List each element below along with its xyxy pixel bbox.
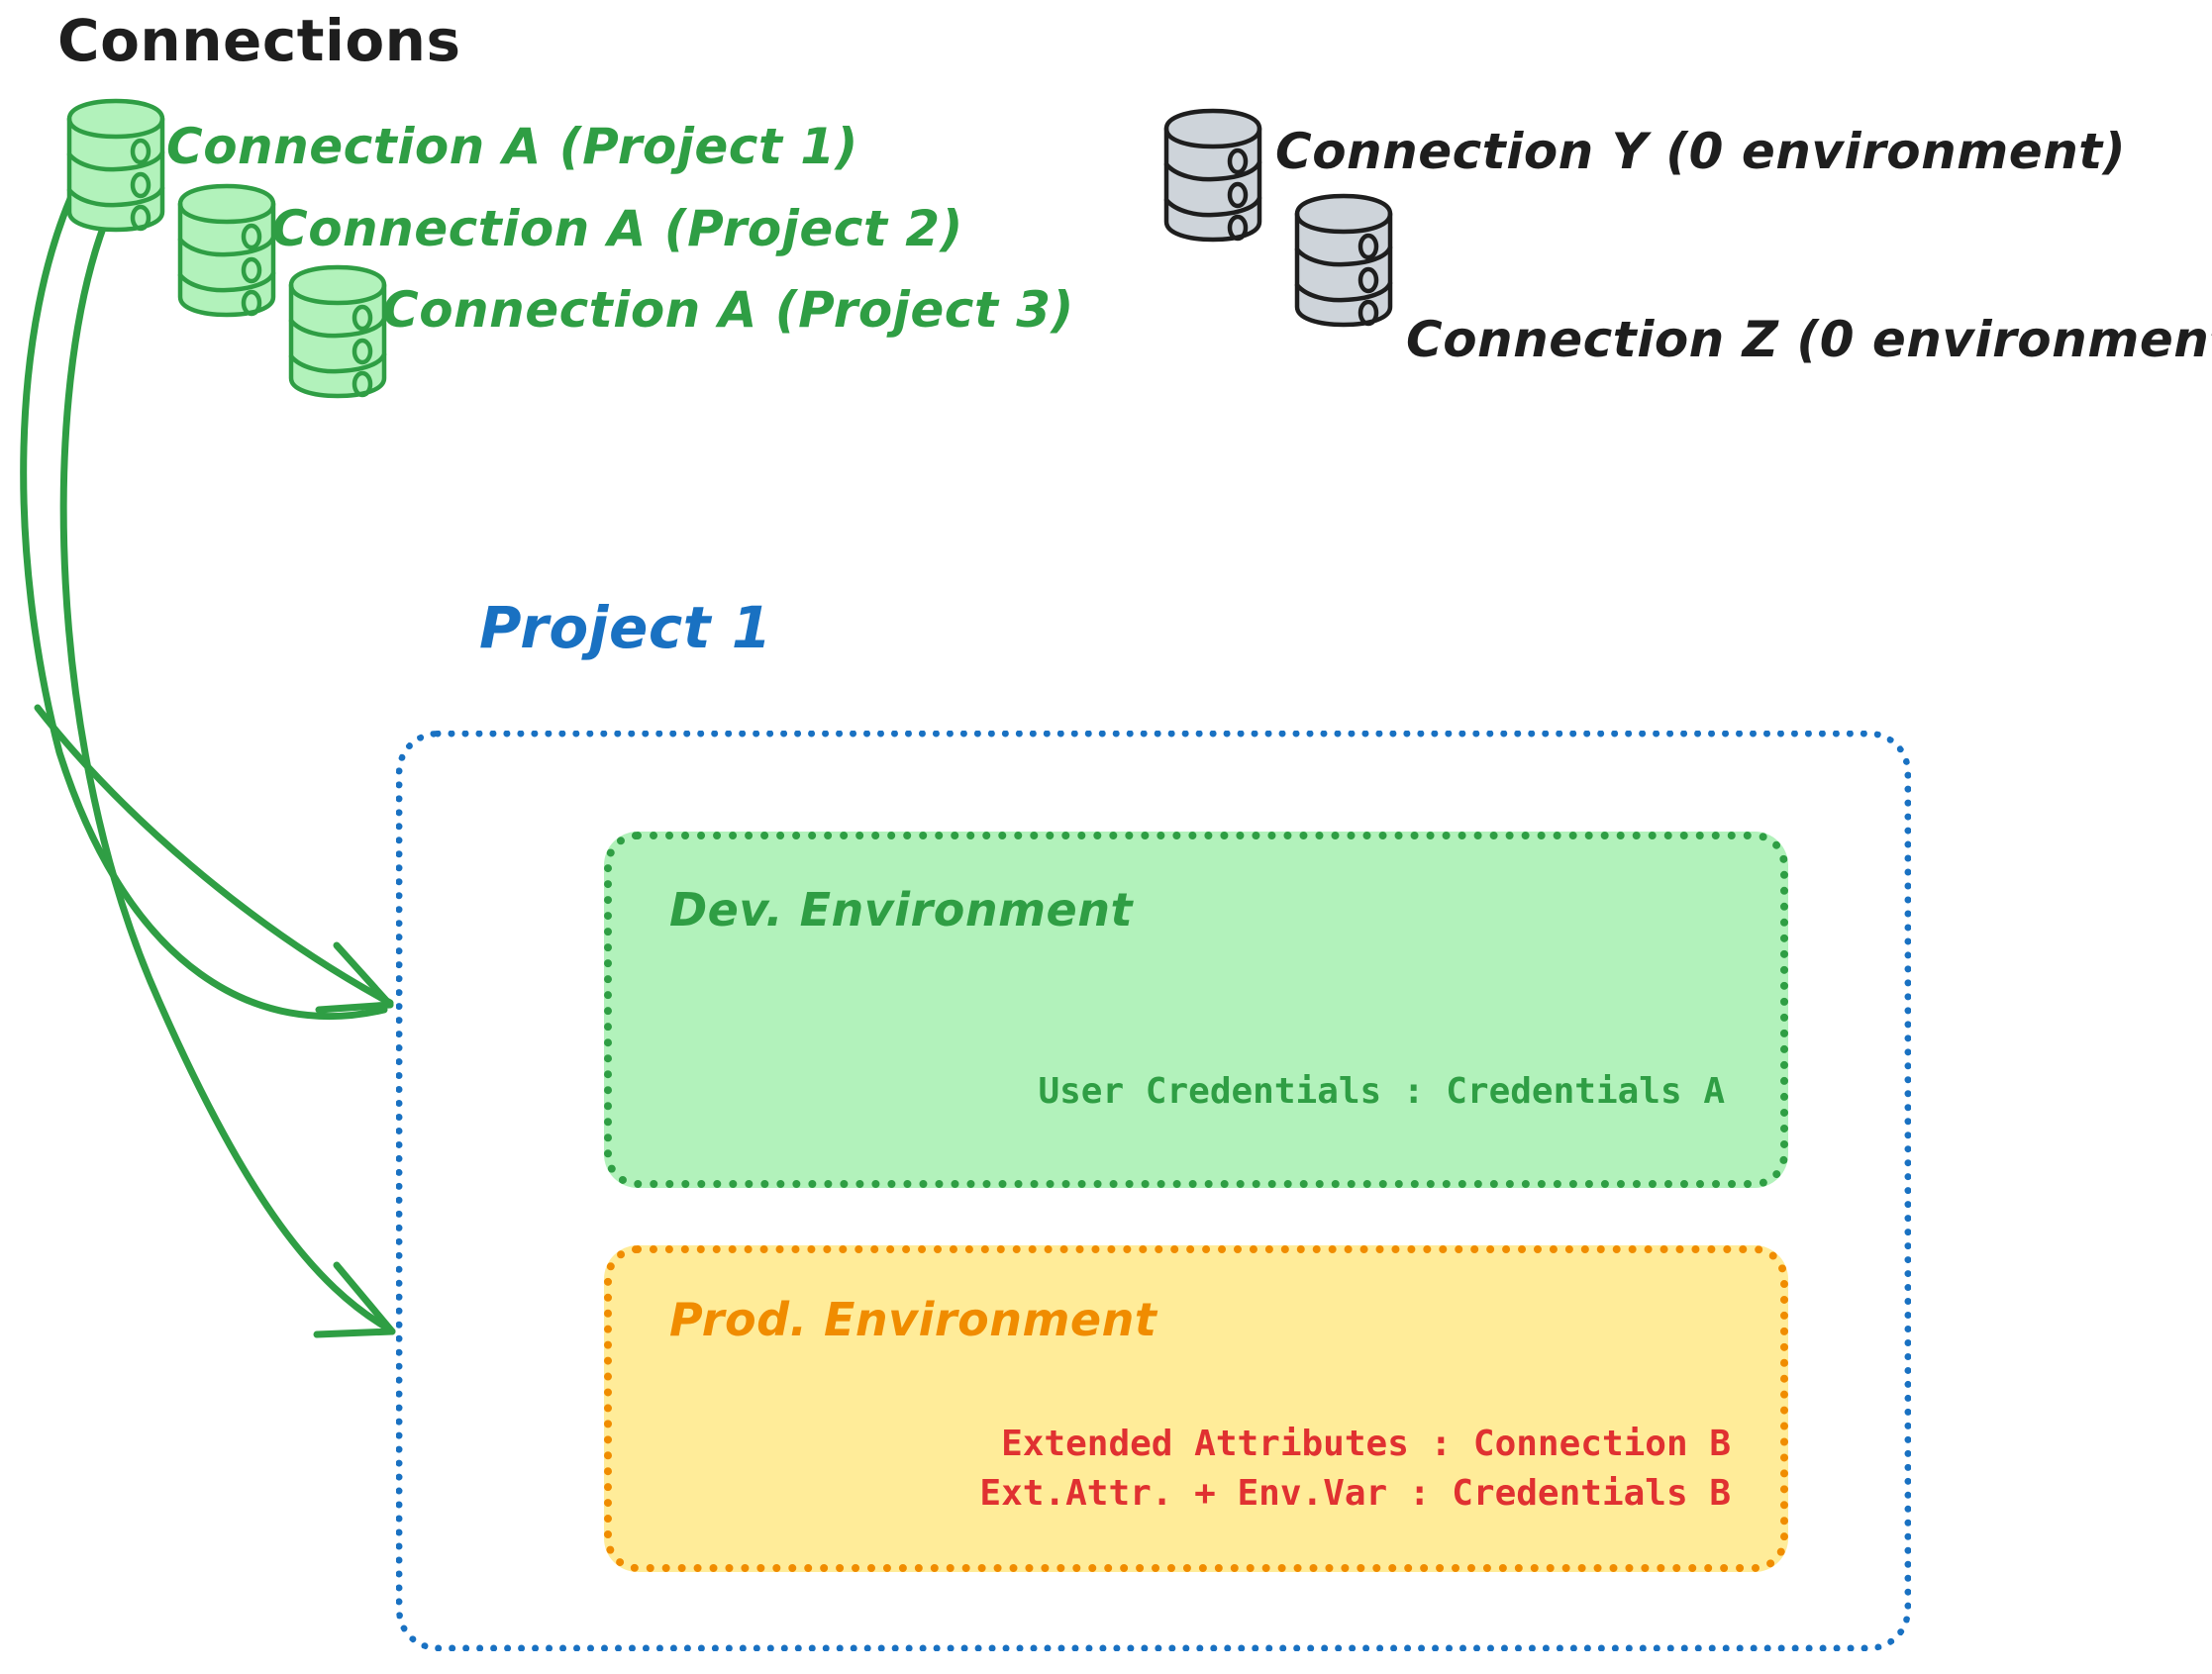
database-cylinder-icon	[1294, 193, 1393, 328]
environment-prod-line-1: Extended Attributes : Connection B	[1001, 1424, 1731, 1464]
environment-prod-line-2: Ext.Attr. + Env.Var : Credentials B	[979, 1473, 1731, 1514]
environment-prod-title: Prod. Environment	[669, 1293, 1157, 1346]
connection-label-a-project-1: Connection A (Project 1)	[166, 118, 858, 175]
database-cylinder-icon	[177, 183, 276, 318]
connection-label-a-project-3: Connection A (Project 3)	[382, 281, 1074, 339]
arrow-to-prod-icon	[59, 219, 392, 1332]
page-title: Connections	[57, 7, 461, 74]
arrowhead-prod-icon	[313, 1261, 396, 1338]
environment-dev-title: Dev. Environment	[669, 883, 1133, 936]
arrowhead-dev-icon	[315, 941, 394, 1014]
environment-dev-line-1: User Credentials : Credentials A	[1038, 1071, 1725, 1112]
connection-label-a-project-2: Connection A (Project 2)	[271, 200, 963, 257]
connection-label-z: Connection Z (0 environment)	[1406, 311, 2212, 368]
database-cylinder-icon	[66, 98, 165, 233]
environment-prod[interactable]: Prod. Environment Extended Attributes : …	[604, 1245, 1788, 1572]
arrow-to-dev-icon	[20, 179, 394, 1021]
environment-dev[interactable]: Dev. Environment User Credentials : Cred…	[604, 832, 1788, 1188]
connection-label-y: Connection Y (0 environment)	[1275, 123, 2127, 180]
database-cylinder-icon	[288, 264, 387, 399]
project-container	[396, 731, 1911, 1651]
connection-arrows-layer	[20, 179, 396, 1338]
project-title: Project 1	[479, 594, 772, 661]
database-cylinder-icon	[1163, 108, 1262, 243]
